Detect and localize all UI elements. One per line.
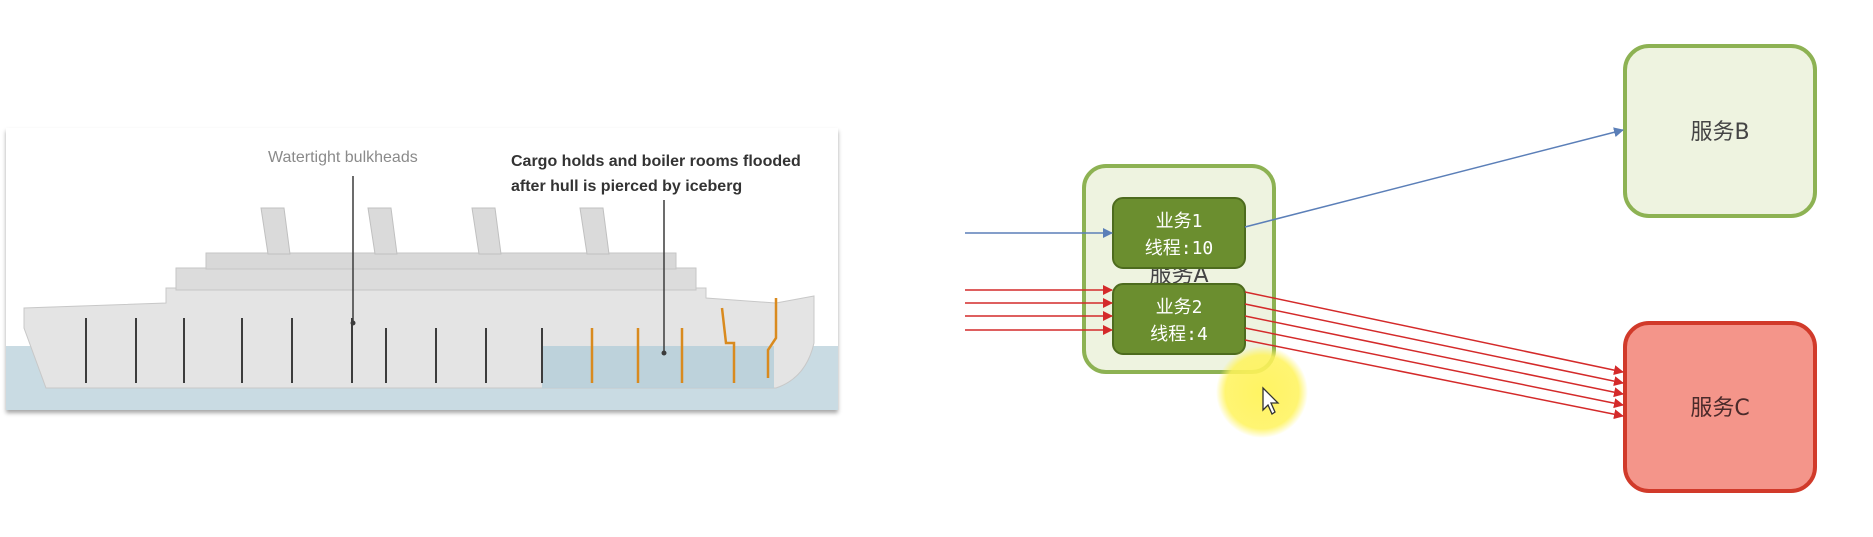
service-b-label: 服务B <box>1690 120 1749 145</box>
callout-dot <box>661 350 667 356</box>
cursor-highlight <box>1216 346 1308 438</box>
flooded-compartments <box>542 346 774 388</box>
business-2-threads: 线程:4 <box>1150 324 1208 345</box>
business-1-node[interactable]: 业务1 线程:10 <box>1112 197 1246 269</box>
call-arrow-service-b <box>1244 127 1624 228</box>
mouse-pointer-icon <box>1262 386 1280 415</box>
ship-cross-section <box>6 176 838 410</box>
ship-funnel <box>367 207 398 255</box>
breached-bulkheads <box>590 298 778 383</box>
label-watertight-bulkheads: Watertight bulkheads <box>268 149 418 166</box>
ship-funnel <box>579 207 610 255</box>
business-2-name: 业务2 <box>1156 297 1203 318</box>
callout-dot <box>350 320 356 326</box>
business-1-threads: 线程:10 <box>1145 238 1214 259</box>
label-flooded-line1: Cargo holds and boiler rooms flooded <box>511 153 801 170</box>
ship-upper-deck <box>205 252 677 270</box>
ship-funnel <box>260 207 291 255</box>
ship-illustration: Watertight bulkheads Cargo holds and boi… <box>6 128 838 410</box>
call-arrows-service-c <box>1244 291 1624 420</box>
label-flooded-line2: after hull is pierced by iceberg <box>511 178 743 195</box>
service-c-node[interactable]: 服务C <box>1623 321 1817 493</box>
label-flooded-compartments: Cargo holds and boiler rooms flooded aft… <box>511 149 801 199</box>
ship-funnel <box>471 207 502 255</box>
business-1-name: 业务1 <box>1156 211 1203 232</box>
service-b-node[interactable]: 服务B <box>1623 44 1817 218</box>
request-arrows-business-2 <box>965 285 1113 335</box>
service-c-label: 服务C <box>1690 396 1749 421</box>
business-2-node[interactable]: 业务2 线程:4 <box>1112 283 1246 355</box>
bulkheads <box>85 318 543 383</box>
